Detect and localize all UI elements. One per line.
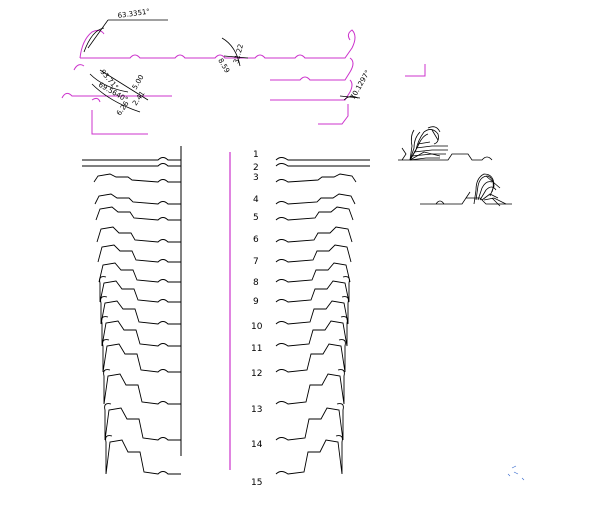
right-profile-station — [275, 403, 344, 441]
dim-angle-left-5: 2.41 — [131, 90, 146, 107]
left-profile-station — [99, 276, 181, 303]
station-label: 15 — [251, 478, 262, 488]
right-profile-station — [275, 226, 353, 243]
stray-marks — [507, 465, 525, 481]
station-label: 9 — [253, 297, 259, 307]
left-profile-station — [100, 296, 181, 325]
right-profile-station — [275, 157, 370, 161]
left-profile-station — [97, 244, 181, 263]
left-profile-station — [95, 206, 181, 221]
left-profile-station — [96, 226, 181, 243]
right-profile-station — [275, 163, 370, 167]
left-profile-station — [102, 339, 181, 373]
left-profile-station — [103, 369, 181, 405]
right-profile-station — [275, 296, 349, 325]
right-profile-station — [275, 262, 351, 283]
flower-diagram-bottom — [420, 173, 512, 207]
station-label: 14 — [251, 440, 263, 450]
left-profile-station — [105, 435, 181, 475]
dimension-annotations — [83, 19, 361, 113]
left-profile-station — [82, 163, 181, 167]
station-label: 8 — [253, 278, 259, 288]
right-profile-station — [275, 173, 357, 183]
station-label: 11 — [251, 344, 262, 354]
station-label: 6 — [253, 235, 259, 245]
station-numbers: 1 2 3 4 5 6 7 8 9 10 11 12 13 14 15 — [251, 150, 263, 488]
left-profile-station — [94, 193, 181, 205]
right-forming-profiles — [275, 157, 370, 475]
flower-diagram-top — [398, 126, 493, 161]
dim-angle-top: 63.3351° — [117, 8, 150, 20]
right-profile-station — [275, 206, 354, 221]
left-profile-station — [82, 157, 181, 161]
station-label: 10 — [251, 322, 263, 332]
construction-profile-top — [61, 29, 426, 135]
station-label: 7 — [253, 257, 259, 267]
left-profile-station — [98, 262, 181, 283]
station-label: 13 — [251, 405, 262, 415]
station-label: 4 — [253, 195, 259, 205]
right-profile-station — [275, 369, 345, 405]
station-label: 12 — [251, 369, 262, 379]
right-profile-station — [275, 244, 352, 263]
right-profile-station — [275, 276, 350, 303]
right-profile-station — [275, 316, 348, 347]
station-label: 1 — [253, 150, 259, 160]
dim-angle-mid-2: 31.22 — [232, 43, 245, 64]
right-profile-station — [275, 339, 346, 373]
left-profile-station — [101, 316, 181, 347]
dim-angle-mid-1: 8.59 — [216, 57, 231, 75]
station-label: 2 — [253, 163, 259, 173]
right-profile-station — [275, 193, 356, 205]
dim-angle-left-3: 5.00 — [131, 73, 146, 91]
left-forming-profiles — [82, 157, 181, 475]
left-profile-station — [104, 403, 181, 441]
station-label: 5 — [253, 213, 259, 223]
left-profile-station — [93, 173, 181, 183]
station-label: 3 — [253, 173, 259, 183]
dim-angle-left-4: 6.26 — [115, 99, 131, 117]
right-profile-station — [275, 435, 343, 475]
